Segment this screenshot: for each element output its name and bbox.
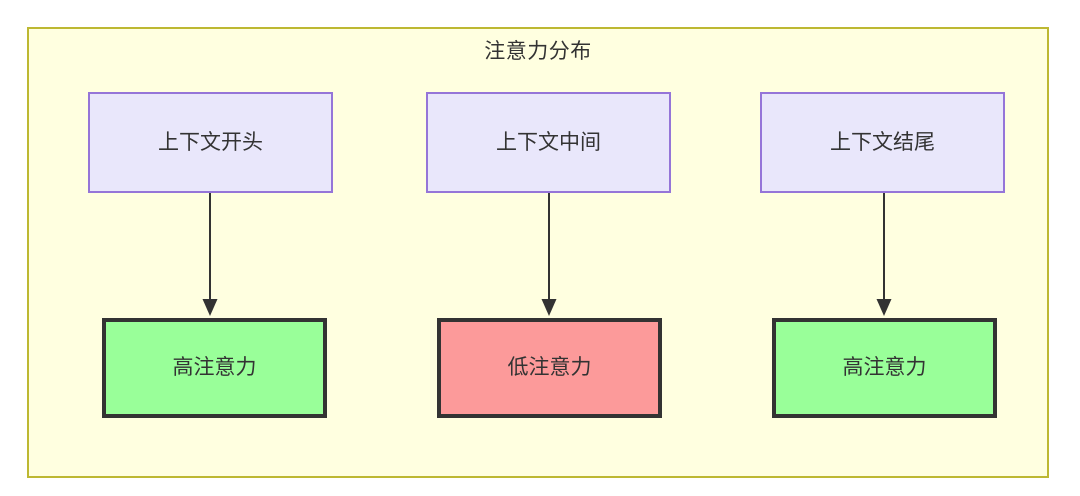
node-context-middle[interactable]: 上下文中间: [426, 92, 671, 193]
node-low-attention-middle[interactable]: 低注意力: [437, 318, 662, 418]
diagram-title: 注意力分布: [484, 40, 592, 63]
node-high-attention-end-label: 高注意力: [842, 356, 927, 380]
node-low-attention-middle-label: 低注意力: [507, 356, 592, 380]
node-context-start-label: 上下文开头: [158, 130, 263, 154]
node-context-end-label: 上下文结尾: [830, 130, 935, 154]
node-context-middle-label: 上下文中间: [496, 130, 601, 154]
node-high-attention-end[interactable]: 高注意力: [772, 318, 997, 418]
node-high-attention-start-label: 高注意力: [172, 356, 257, 380]
node-context-end[interactable]: 上下文结尾: [760, 92, 1005, 193]
node-high-attention-start[interactable]: 高注意力: [102, 318, 327, 418]
node-context-start[interactable]: 上下文开头: [88, 92, 333, 193]
